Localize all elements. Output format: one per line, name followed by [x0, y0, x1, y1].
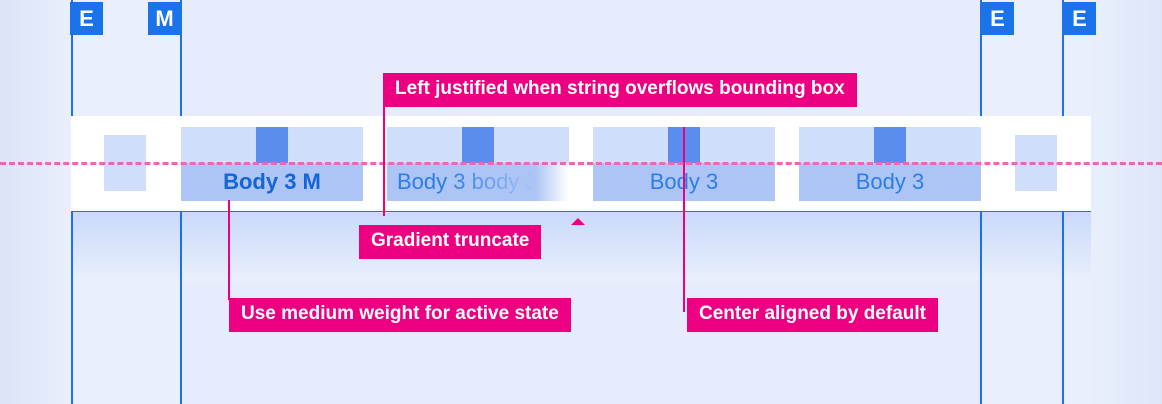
badge-m: M: [148, 2, 181, 35]
annotation-overflow: Left justified when string overflows bou…: [383, 73, 857, 107]
badge-e-1: E: [70, 2, 103, 35]
annotation-medium-weight: Use medium weight for active state: [229, 298, 571, 332]
vertical-center-guideline: [0, 162, 1162, 165]
cell-label: Body 3: [855, 169, 925, 194]
background-gradient-left: [0, 0, 72, 404]
label-bar: Body 3: [799, 163, 981, 201]
cell-label: Body 3 M: [223, 169, 321, 194]
label-bar: Body 3 M: [181, 163, 363, 201]
label-bar: Body 3 body 3 b: [387, 163, 569, 201]
badge-e-2: E: [981, 2, 1014, 35]
connector-gradient-pointer: [571, 218, 585, 225]
connector-medium-weight: [228, 200, 230, 300]
tab-cell-active[interactable]: Body 3 M: [181, 127, 363, 201]
badge-e-3: E: [1063, 2, 1096, 35]
connector-center-align: [683, 127, 685, 312]
background-gradient-right: [1090, 0, 1162, 404]
tab-cell-default-b[interactable]: Body 3: [799, 127, 981, 201]
cell-label: Body 3 body 3 b: [397, 169, 557, 194]
connector-overflow-note: [383, 106, 385, 216]
annotation-center-aligned: Center aligned by default: [687, 298, 938, 332]
annotation-gradient: Gradient truncate: [359, 225, 542, 259]
